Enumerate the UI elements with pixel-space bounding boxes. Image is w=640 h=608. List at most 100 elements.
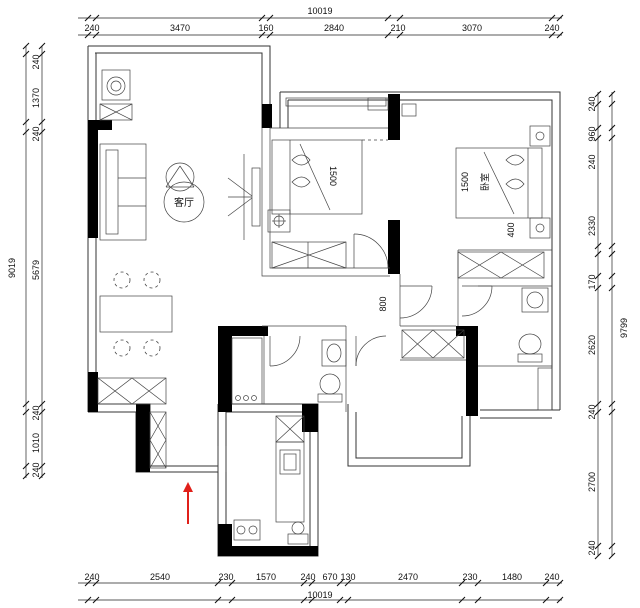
top-ticks-mark (258, 31, 266, 39)
left-dim-3: 240 (31, 126, 41, 141)
wall-segment (302, 404, 318, 432)
bath1-door (269, 335, 301, 367)
right-ticks-mark (608, 284, 616, 292)
nightstand-1 (267, 209, 291, 233)
top-ticks-mark (556, 14, 564, 22)
left-dim-6: 1010 (31, 433, 41, 453)
bottom-dim-4: 1570 (256, 572, 276, 582)
wall-segment (218, 326, 268, 336)
bottom-ticks-mark (344, 579, 352, 587)
left-ticks-mark (38, 128, 46, 136)
bottom-total-dimension: 10019 (307, 590, 332, 600)
left-ticks-mark (22, 50, 30, 58)
bed-2: 1500 卧室 (455, 147, 543, 219)
right-ticks-mark (594, 134, 602, 142)
right-dimension: 9799 240 960 240 2330 170 2620 240 2700 … (587, 90, 629, 560)
top-dim-4: 2840 (324, 23, 344, 33)
bottom-ticks-mark (542, 596, 550, 604)
right-ticks-mark (608, 552, 616, 560)
left-ticks-mark (38, 42, 46, 50)
entrance-arrow-icon (183, 482, 193, 524)
top-dim-2: 3470 (170, 23, 190, 33)
stove-icon (233, 519, 261, 541)
right-dim-3: 240 (587, 154, 597, 169)
shoe-cabinet (97, 377, 167, 469)
bath3-toilet (517, 333, 543, 363)
bath3-sink (521, 287, 549, 313)
top-ticks-mark (548, 14, 556, 22)
left-ticks-mark (22, 118, 30, 126)
bottom-ticks-mark (556, 596, 564, 604)
right-dim-4: 2330 (587, 216, 597, 236)
bedroom2-window (401, 103, 417, 117)
bottom-ticks-mark (308, 596, 316, 604)
wall-segment (88, 120, 112, 130)
bottom-dimension: 10019 240 2540 230 1570 240 670 130 2470… (78, 572, 564, 604)
bottom-dim-11: 240 (544, 572, 559, 582)
left-dim-1: 240 (31, 54, 41, 69)
top-ticks-mark (92, 14, 100, 22)
bottom-ticks-mark (300, 596, 308, 604)
left-ticks-mark (22, 462, 30, 470)
wall-segment (466, 326, 478, 416)
right-total-dimension: 9799 (619, 318, 629, 338)
bedroom2-bath-door (461, 285, 493, 317)
bottom-ticks-mark (336, 596, 344, 604)
bedroom1-door (353, 233, 389, 269)
entrance-door-panels (217, 446, 227, 472)
right-dim-8: 2700 (587, 472, 597, 492)
left-ticks-mark (38, 118, 46, 126)
right-ticks-mark (608, 272, 616, 280)
bath2-door (355, 335, 387, 367)
doors: 800 (217, 233, 493, 472)
kitchen-sink (279, 449, 301, 475)
nightstand-2b (529, 217, 551, 239)
bottom-ticks-mark (300, 579, 308, 587)
left-dim-7: 240 (31, 462, 41, 477)
wall-segment (218, 326, 232, 412)
right-ticks-mark (608, 242, 616, 250)
right-dim-7: 240 (587, 404, 597, 419)
bottom-ticks-mark (214, 579, 222, 587)
bottom-dim-2: 2540 (150, 572, 170, 582)
bottom-dim-6: 670 (322, 572, 337, 582)
left-ticks-mark (38, 400, 46, 408)
right-ticks-mark (608, 134, 616, 142)
living-label-circle: 客厅 (163, 181, 205, 223)
right-dim-1: 240 (587, 96, 597, 111)
left-dim-2: 1370 (31, 88, 41, 108)
bed-1: 1500 (271, 139, 388, 215)
right-ticks-mark (608, 408, 616, 416)
room-label-bedroom: 卧室 (479, 173, 491, 191)
wardrobe-2 (457, 251, 545, 279)
bottom-dim-8: 2470 (398, 572, 418, 582)
right-ticks-mark (608, 124, 616, 132)
bottom-ticks-mark (92, 579, 100, 587)
left-total-dimension: 9019 (7, 258, 17, 278)
right-ticks-mark (608, 400, 616, 408)
dining-table (99, 271, 173, 357)
top-dim-1: 240 (84, 23, 99, 33)
bottom-dim-9: 230 (462, 572, 477, 582)
top-dim-7: 240 (544, 23, 559, 33)
right-ticks-mark (608, 100, 616, 108)
bottom-ticks-mark (458, 596, 466, 604)
bottom-dim-3: 230 (218, 572, 233, 582)
top-ticks-mark (84, 14, 92, 22)
top-ticks-mark (556, 31, 564, 39)
right-dim-2: 960 (587, 126, 597, 141)
left-ticks-mark (22, 42, 30, 50)
left-ticks-mark (22, 472, 30, 480)
right-ticks-mark (608, 250, 616, 258)
right-dim-9: 240 (587, 540, 597, 555)
top-ticks-mark (92, 31, 100, 39)
wardrobe-dim: 400 (506, 222, 516, 237)
bottom-ticks-mark (228, 579, 236, 587)
bottom-ticks-mark (336, 579, 344, 587)
balcony-bedroom1 (285, 97, 389, 111)
bath2-shower-cabinet (401, 329, 465, 359)
partitions (261, 127, 552, 412)
right-ticks-mark (594, 242, 602, 250)
left-ticks-mark (38, 408, 46, 416)
